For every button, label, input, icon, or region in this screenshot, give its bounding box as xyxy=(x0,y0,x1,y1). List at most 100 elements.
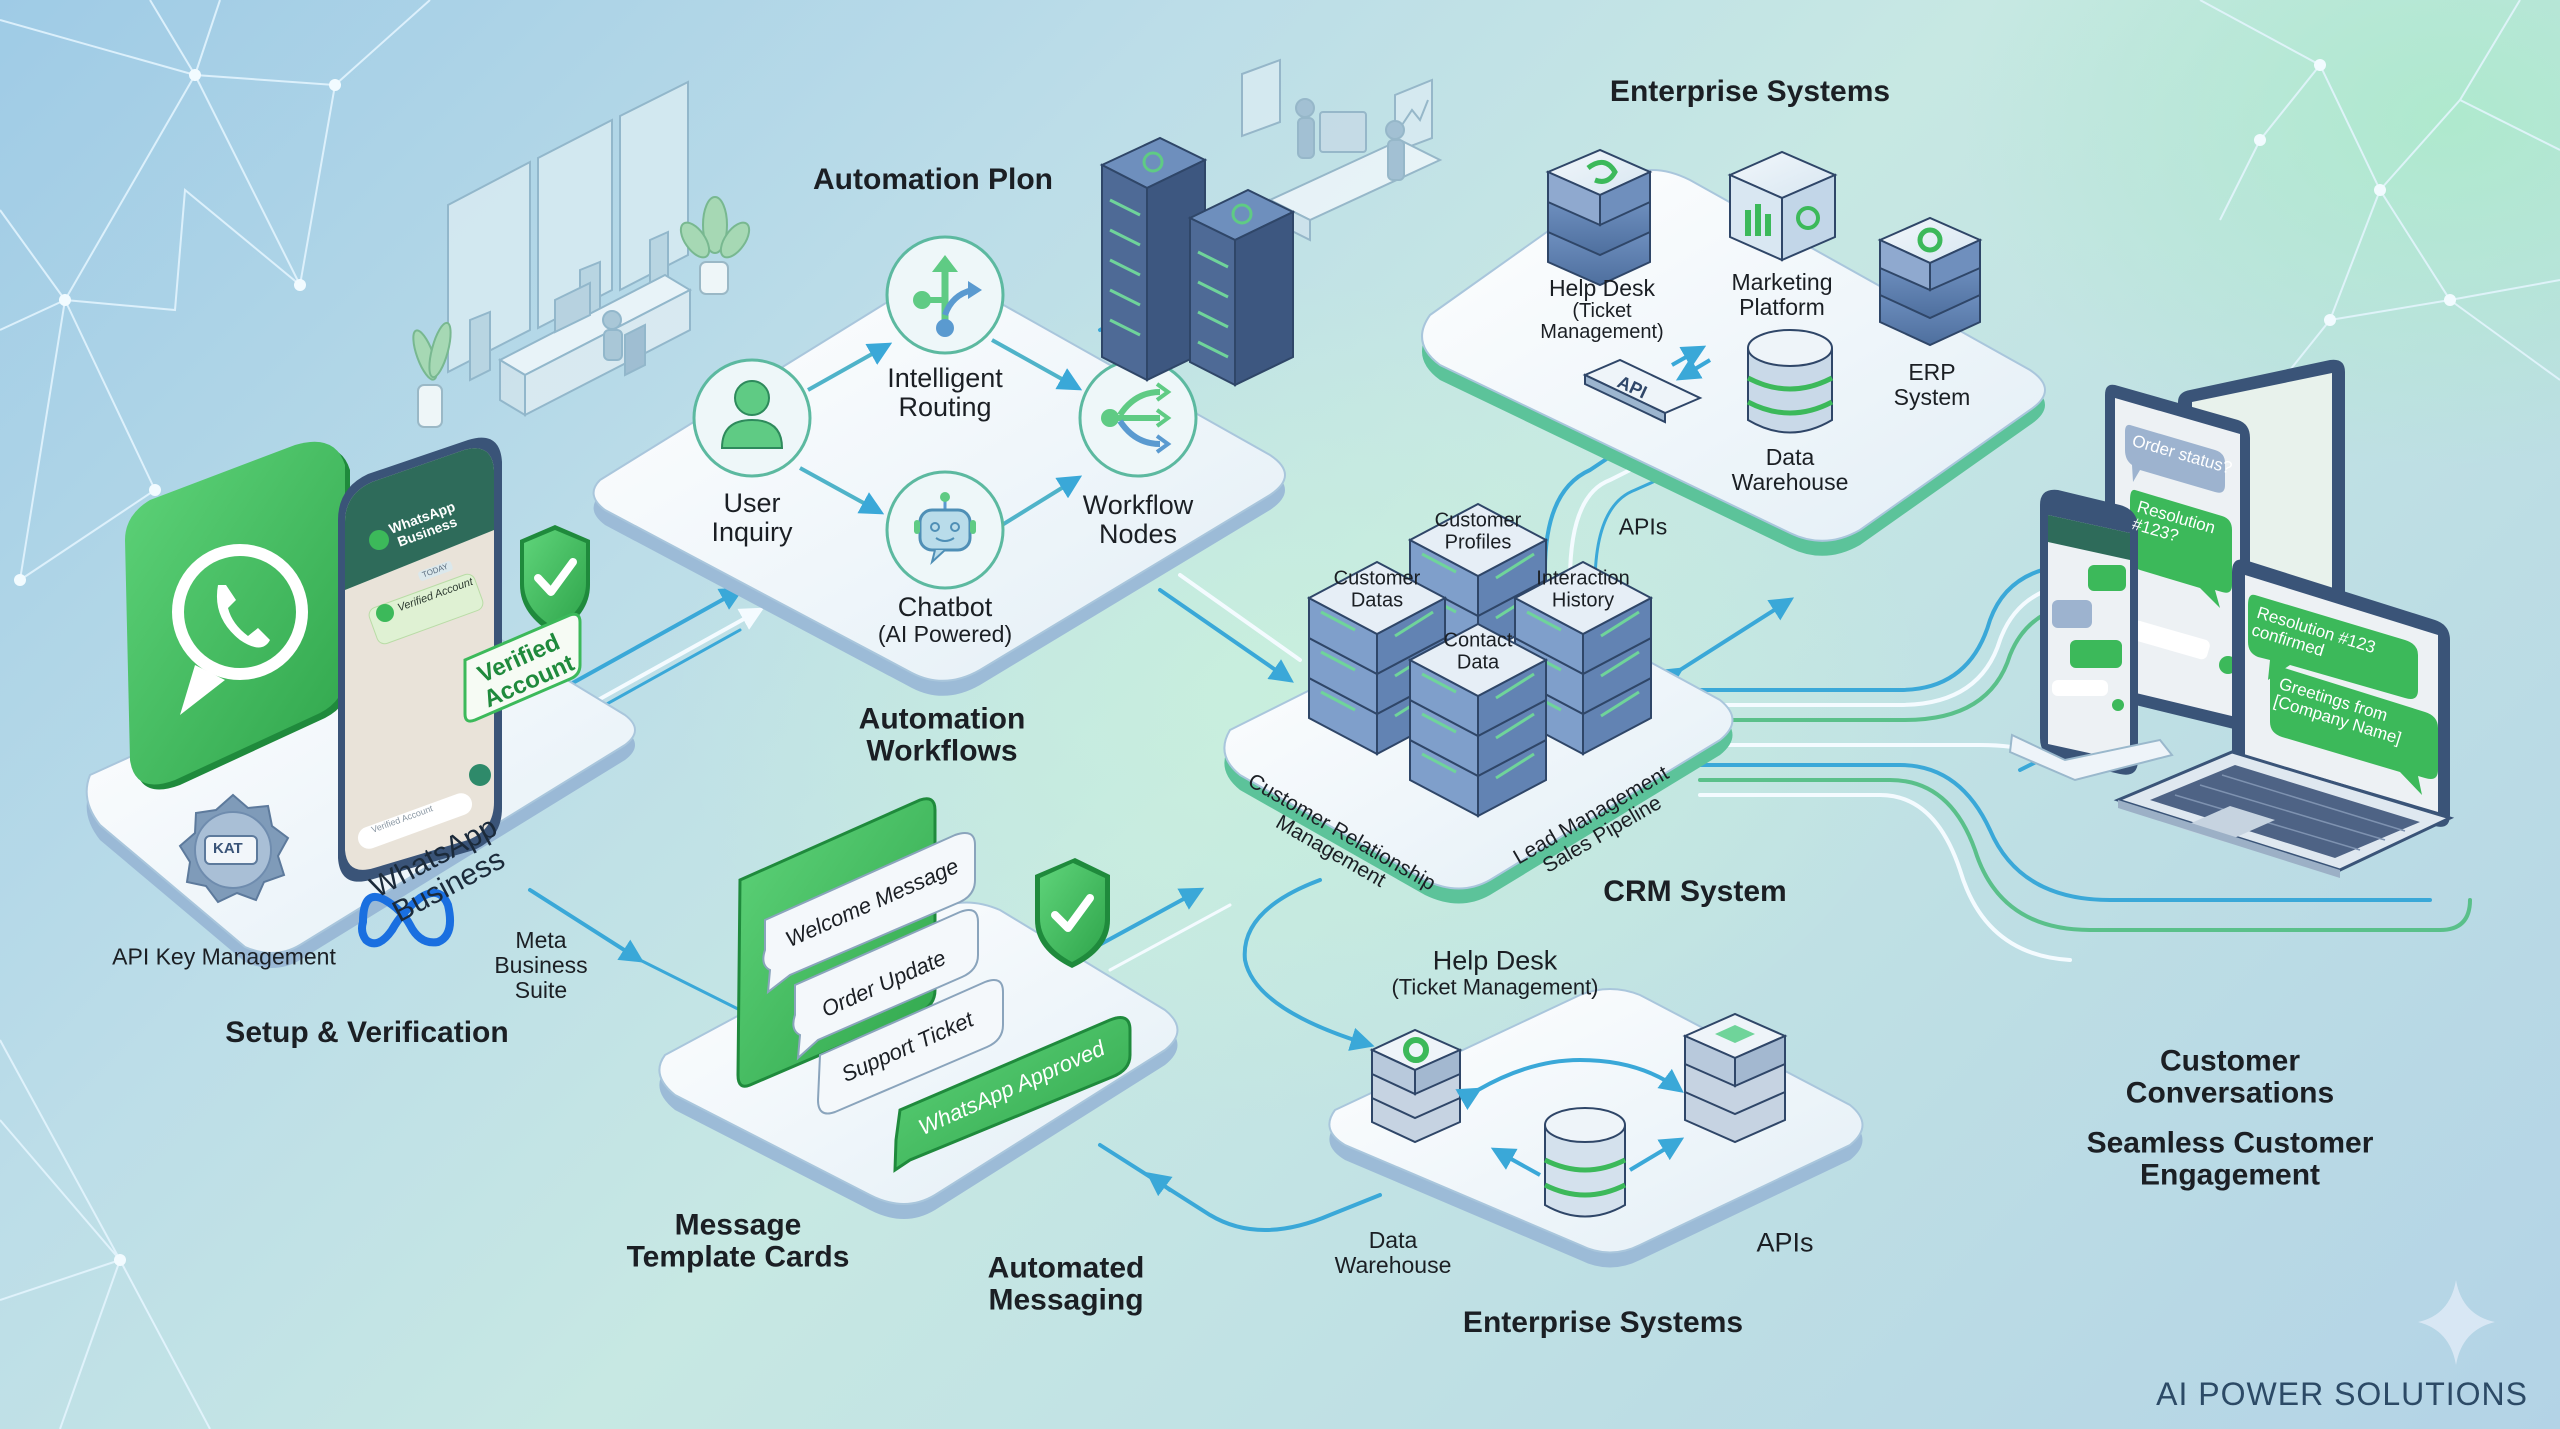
shield-check-icon xyxy=(1035,858,1110,968)
network-node-dots xyxy=(14,59,2456,1266)
intelligent-routing-node xyxy=(885,235,1005,355)
user-inquiry-node xyxy=(692,358,812,478)
data-wh-line1: Data xyxy=(1765,444,1815,471)
data-wh-bottom-line2: Warehouse xyxy=(1334,1252,1452,1278)
routing-icon xyxy=(913,255,982,337)
customer-title-line2: Conversations xyxy=(2125,1077,2335,1110)
whatsapp-approved-badge xyxy=(893,1016,1132,1173)
setup-title: Setup & Verification xyxy=(225,1015,509,1049)
stack-line2: Data xyxy=(1456,651,1500,673)
template-card-support xyxy=(816,979,1004,1115)
flow-arrow xyxy=(1698,763,2432,902)
flow-arrow xyxy=(1657,597,1795,691)
automated-messaging-title: Automated Messaging xyxy=(987,1251,1145,1318)
tablet-device xyxy=(2105,384,2250,731)
workflow-nodes-node xyxy=(1078,358,1198,478)
flow-arrow xyxy=(1098,1143,1382,1232)
node-line1: Chatbot xyxy=(897,592,993,623)
office-workers-icon xyxy=(1241,58,1443,242)
crm-server-stack xyxy=(1512,560,1654,756)
seamless-engagement-subtitle: Seamless Customer Engagement xyxy=(2087,1127,2374,1193)
chatbot-node xyxy=(885,470,1005,590)
flow-arrow xyxy=(1178,573,1302,662)
automation-plan-title: Automation Plon xyxy=(813,162,1053,196)
gear-icon xyxy=(1917,227,1943,253)
robot-icon xyxy=(914,492,976,566)
automated-line1: Automated xyxy=(987,1251,1145,1285)
user-inquiry-label: User Inquiry xyxy=(711,487,792,547)
data-warehouse-bottom-label: Data Warehouse xyxy=(1335,1228,1452,1278)
stack-line2: Datas xyxy=(1350,589,1404,611)
flow-arrow xyxy=(1146,1172,1173,1197)
help-desk-bottom-line1: Help Desk xyxy=(1432,945,1558,976)
flow-arrow xyxy=(578,607,765,712)
flow-arrow xyxy=(1568,458,1652,582)
erp-line1: ERP xyxy=(1908,359,1956,386)
help-desk-bottom-line2: (Ticket Management) xyxy=(1391,974,1599,1000)
crm-stack-customer-datas: Customer Datas xyxy=(1334,568,1421,611)
crm-stack-contact-data: Contact Data xyxy=(1444,630,1513,673)
marketing-line1: Marketing xyxy=(1731,269,1833,296)
gear-icon xyxy=(1403,1037,1429,1063)
workflow-nodes-label: Workflow Nodes xyxy=(1082,489,1194,549)
verified-account-badge xyxy=(463,612,582,723)
bottom-enterprise-arrows xyxy=(1455,1057,1685,1177)
sparkle-icon xyxy=(2418,1280,2495,1365)
flow-arrow xyxy=(799,466,885,515)
erp-line2: System xyxy=(1893,384,1971,410)
flow-arrow xyxy=(1698,778,2472,932)
flow-arrow xyxy=(807,342,893,392)
stack-line1: Customer xyxy=(1434,509,1522,532)
automation-workflows-line2: Workflows xyxy=(866,735,1018,768)
erp-system-label: ERP System xyxy=(1894,360,1971,410)
data-wh-bottom-line1: Data xyxy=(1368,1227,1418,1254)
stack-line1: Customer xyxy=(1333,567,1421,590)
flow-arrow xyxy=(1698,793,2072,962)
flow-arrow xyxy=(1000,475,1083,527)
customer-conversations-title: Customer Conversations xyxy=(2125,1044,2335,1111)
stack-line1: Interaction xyxy=(1536,567,1630,590)
flow-arrow xyxy=(991,338,1083,391)
automated-line2: Messaging xyxy=(988,1284,1144,1317)
node-line2: Nodes xyxy=(1098,519,1178,549)
template-cards xyxy=(762,832,1004,1115)
stack-line2: History xyxy=(1551,589,1615,611)
server-rack-icon xyxy=(1187,188,1296,387)
data-warehouse-top-label: Data Warehouse xyxy=(1732,445,1849,495)
help-desk-line1: Help Desk xyxy=(1548,274,1656,301)
erp-server-icon xyxy=(1877,216,1983,347)
meta-suite-label: Meta Business Suite xyxy=(494,926,588,1003)
data-warehouse-cylinder-icon xyxy=(1543,1107,1627,1218)
crm-stack-interaction-history: Interaction History xyxy=(1536,568,1629,611)
node-line2: (AI Powered) xyxy=(877,621,1013,648)
api-server-icon xyxy=(1682,1012,1788,1144)
customer-title-line1: Customer xyxy=(2159,1044,2301,1078)
marketing-platform-icon xyxy=(1727,150,1838,262)
meta-infinity-icon xyxy=(358,888,454,948)
api-key-label: API Key Management xyxy=(112,943,336,970)
flow-arrow xyxy=(1698,563,2082,692)
template-card-order xyxy=(792,909,979,1061)
automation-workflows-line1: Automation xyxy=(858,702,1026,736)
template-cards-line2: Template Cards xyxy=(626,1241,850,1274)
stack-line1: Contact xyxy=(1443,629,1513,652)
whatsapp-logo-icon xyxy=(125,441,350,790)
flow-arrow xyxy=(638,958,742,1012)
node-line1: Workflow xyxy=(1082,489,1194,520)
data-warehouse-cylinder-icon xyxy=(1746,329,1834,434)
flow-arrow xyxy=(1108,903,1232,972)
brand-wordmark: AI POWER SOLUTIONS xyxy=(2156,1376,2528,1412)
crm-title: CRM System xyxy=(1603,874,1787,908)
template-card-welcome xyxy=(762,832,976,995)
node-line1: User xyxy=(723,487,781,518)
plant-icon xyxy=(412,196,751,428)
flow-arrow xyxy=(528,888,645,963)
help-desk-top-label: Help Desk (Ticket Management) xyxy=(1540,276,1663,344)
node-line1: Intelligent xyxy=(887,362,1003,393)
enterprise-top-title: Enterprise Systems xyxy=(1609,74,1891,108)
workflow-arrows xyxy=(799,338,1083,527)
enterprise-bottom-title: Enterprise Systems xyxy=(1462,1305,1744,1339)
intelligent-routing-label: Intelligent Routing xyxy=(887,362,1003,422)
